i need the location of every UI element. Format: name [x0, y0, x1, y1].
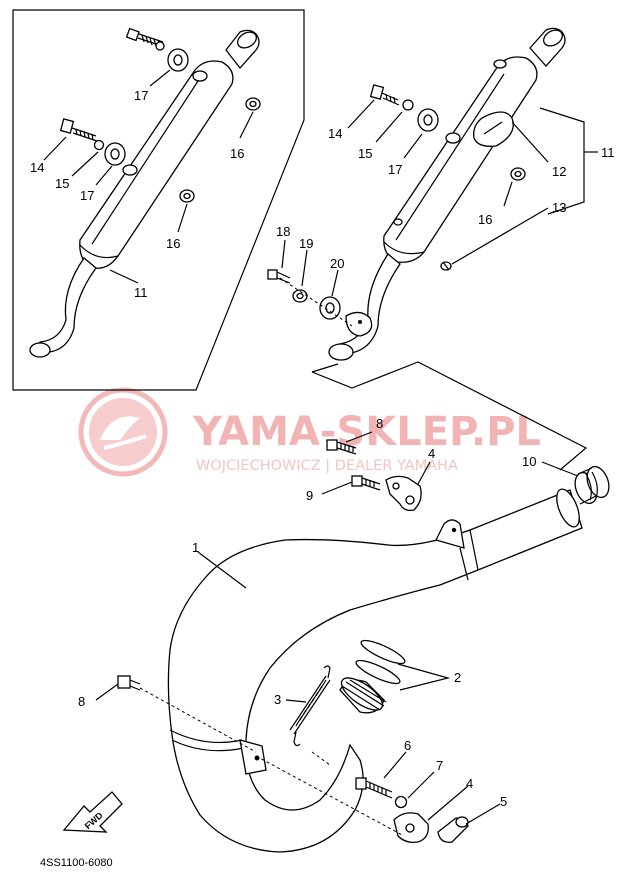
label-9: 9 [306, 488, 313, 503]
exhaust-pipe-lower-bracket [239, 739, 267, 775]
silencer-screw-13 [440, 261, 452, 271]
exhaust-pipe-upper-bracket [435, 519, 465, 549]
header-flange [339, 677, 387, 714]
inset-label-15: 15 [55, 176, 69, 191]
inset-collar-lower [179, 189, 195, 203]
silencer-bolt [369, 84, 400, 106]
silencer-label-20: 20 [330, 256, 344, 271]
silencer-label-19: 19 [299, 236, 313, 251]
silencer-pipe-bracket [345, 311, 373, 337]
inset-panel: 17 16 14 15 17 16 11 [12, 9, 305, 391]
watermark: YAMA-SKLEP.PL WOJCIECHOWICZ | DEALER YAM… [78, 387, 541, 477]
label-1: 1 [192, 540, 199, 555]
reference-code: 4SS1100-6080 [40, 857, 113, 869]
exhaust-pipe-body [167, 489, 583, 853]
fwd-arrow: FWD [62, 791, 123, 833]
silencer-collar-19 [292, 289, 308, 303]
label-8-upper: 8 [376, 416, 383, 431]
label-8-lower: 8 [78, 694, 85, 709]
label-10: 10 [522, 454, 536, 469]
stay-4-upper [385, 475, 422, 512]
watermark-subtitle: WOJCIECHOWICZ | DEALER YAMAHA [196, 458, 458, 474]
watermark-title: YAMA-SKLEP.PL [192, 409, 541, 455]
collar-5 [437, 816, 469, 843]
bolt-8-lower [117, 675, 141, 691]
inset-bolt-top [125, 27, 164, 48]
inset-label-17-top: 17 [134, 88, 148, 103]
label-6: 6 [404, 738, 411, 753]
silencer-lower-tab [393, 218, 403, 226]
inset-silencer-body [79, 60, 234, 269]
silencer-label-17: 17 [388, 162, 402, 177]
label-2: 2 [454, 670, 461, 685]
silencer-collar [510, 167, 526, 181]
inset-label-17-lower: 17 [80, 188, 94, 203]
label-7: 7 [436, 758, 443, 773]
inset-grommet-top [167, 48, 189, 72]
label-3: 3 [274, 692, 281, 707]
label-4-lower: 4 [466, 776, 473, 791]
inset-silencer [29, 29, 260, 358]
watermark-logo [78, 387, 168, 477]
silencer-body [383, 56, 538, 263]
label-5: 5 [500, 794, 507, 809]
inset-border [12, 9, 305, 391]
inset-lower-tab [122, 164, 138, 176]
label-4-upper: 4 [428, 446, 435, 461]
spring-holder-10 [574, 465, 610, 505]
silencer-label-11: 11 [601, 145, 615, 160]
silencer-label-15: 15 [358, 146, 372, 161]
inset-washer-lower [93, 139, 105, 151]
bolt-9 [351, 475, 381, 491]
silencer-pipe-end [328, 343, 354, 361]
silencer-label-14: 14 [328, 126, 342, 141]
silencer-grommet [417, 108, 439, 132]
inset-label-16-lower: 16 [166, 236, 180, 251]
silencer-inlet-pipe [335, 253, 401, 355]
fwd-arrow-icon [62, 791, 123, 833]
inset-bolt-lower [59, 118, 98, 142]
washer-7 [394, 795, 408, 809]
inset-inlet-pipe [35, 257, 97, 354]
inset-collar-top [245, 97, 261, 111]
silencer-grommet-20 [319, 296, 341, 320]
bolt-8-upper [326, 439, 357, 455]
inset-label-11: 11 [134, 285, 148, 300]
silencer-label-18: 18 [276, 224, 290, 239]
spring [289, 665, 331, 747]
silencer-bolt-18 [267, 269, 291, 284]
inset-label-16-top: 16 [230, 146, 244, 161]
inset-grommet-lower [104, 142, 126, 166]
o-rings [355, 639, 406, 685]
inset-label-14: 14 [30, 160, 44, 175]
silencer-washer [402, 99, 414, 111]
inset-pipe-end [29, 342, 51, 358]
exhaust-pipe-assembly: 8 4 9 10 1 2 3 8 6 7 4 5 [78, 416, 610, 853]
silencer-label-12: 12 [552, 164, 566, 179]
inset-upper-tab [192, 70, 208, 82]
bolt-6 [355, 777, 393, 799]
stay-4-lower [393, 812, 429, 844]
silencer-upper-tab [445, 132, 461, 144]
silencer-top-tab [493, 59, 507, 69]
inset-washer-top [155, 41, 165, 51]
silencer-label-13: 13 [552, 200, 566, 215]
silencer-assembly: 14 15 17 12 11 16 13 18 19 20 [267, 27, 615, 361]
connection-outline [311, 361, 588, 471]
silencer-damper-plate [473, 111, 514, 147]
silencer-label-16: 16 [478, 212, 492, 227]
